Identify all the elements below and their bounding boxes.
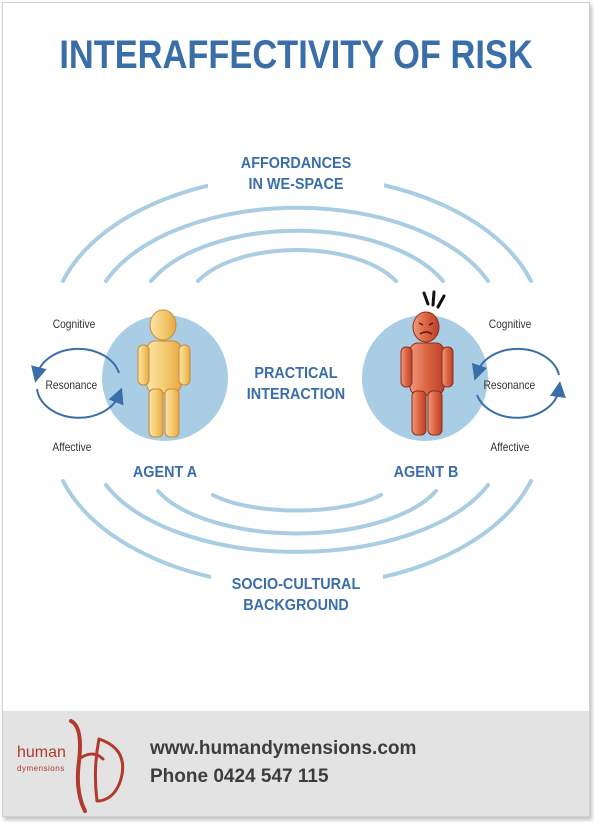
right-resonance-label: Resonance — [483, 378, 536, 392]
right-cognitive-label: Cognitive — [488, 317, 532, 331]
socio-line-2: BACKGROUND — [243, 597, 349, 614]
stress-lines-icon — [422, 290, 446, 309]
socio-cultural-arcs — [61, 479, 533, 589]
agent-a-label: AGENT A — [132, 464, 198, 481]
upper-arc-2 — [104, 205, 490, 283]
practical-line-1: PRACTICAL — [254, 365, 338, 382]
footer: human dymensions www.humandymensions.com… — [3, 711, 589, 816]
page-title: INTERAFFECTIVITY OF RISK — [59, 33, 533, 77]
lower-arc-3 — [156, 489, 438, 536]
hd-logo-icon — [69, 719, 125, 813]
cycle-arrows-icon — [471, 347, 566, 419]
socio-line-1: SOCIO-CULTURAL — [231, 576, 361, 593]
practical-line-2: INTERACTION — [246, 386, 346, 403]
upper-arc-inner — [196, 248, 398, 283]
right-affective-label: Affective — [490, 440, 530, 454]
logo-word: human — [17, 744, 66, 761]
upper-arc-3 — [149, 228, 445, 283]
left-resonance-label: Resonance — [45, 378, 98, 392]
left-affective-label: Affective — [52, 440, 92, 454]
practical-interaction-label: PRACTICAL INTERACTION — [224, 363, 368, 405]
agent-a-figure — [137, 309, 191, 438]
affordances-line-2: IN WE-SPACE — [248, 176, 344, 193]
lower-arc-inner — [211, 493, 383, 513]
socio-cultural-label: SOCIO-CULTURAL BACKGROUND — [220, 574, 373, 616]
phone-number: Phone 0424 547 115 — [150, 766, 329, 787]
left-cognitive-label: Cognitive — [52, 317, 96, 331]
agent-b-figure — [400, 311, 454, 436]
affordances-label: AFFORDANCES IN WE-SPACE — [224, 153, 368, 195]
website-link[interactable]: www.humandymensions.com — [150, 738, 417, 759]
agent-b-label: AGENT B — [393, 464, 459, 481]
diagram-graphic — [31, 147, 566, 621]
lower-arc-2 — [104, 483, 490, 554]
affordances-line-1: AFFORDANCES — [240, 155, 352, 172]
cycle-arrows-icon — [31, 347, 124, 419]
logo-sub: dymensions — [17, 764, 65, 773]
